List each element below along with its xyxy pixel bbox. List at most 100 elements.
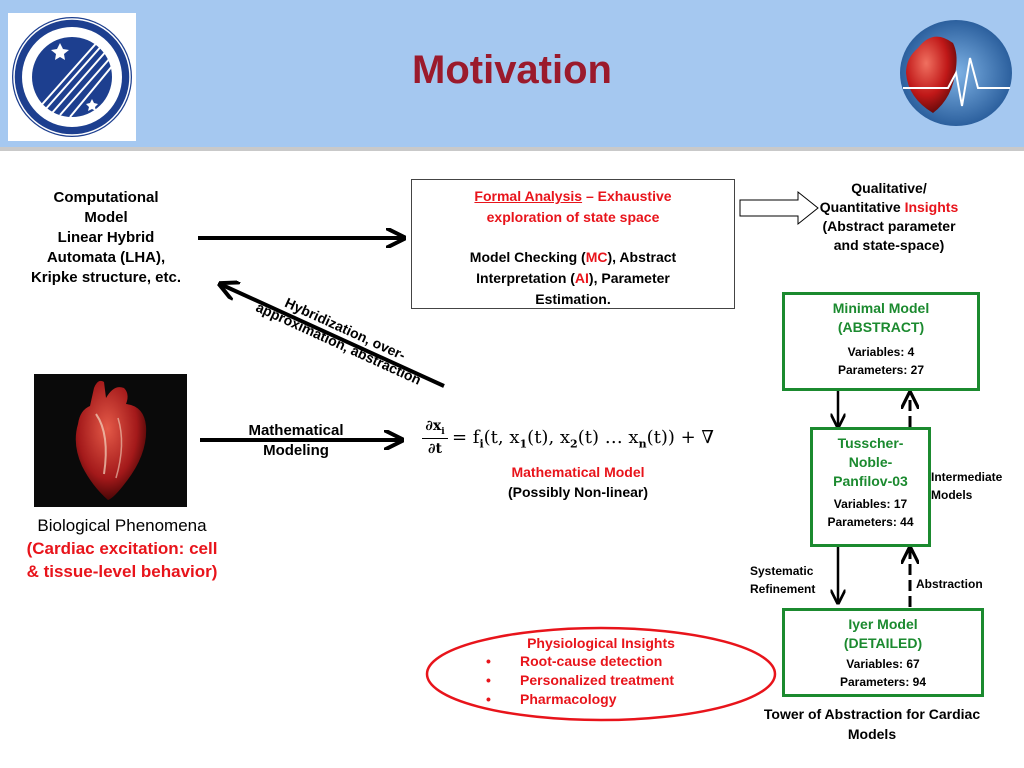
intermediate-line-1: Intermediate <box>931 470 1003 484</box>
eq-rhs-2: (t, x <box>483 427 520 448</box>
formal-analysis-text: Formal Analysis – Exhaustive exploration… <box>412 186 734 310</box>
bio-title: Biological Phenomena <box>37 516 207 535</box>
comp-line-4: Automata (LHA), <box>46 249 166 266</box>
formal-line-5: Estimation. <box>535 291 611 307</box>
iyer-model-box: Iyer Model (DETAILED) Variables: 67 Para… <box>782 608 984 697</box>
mathematical-model-caption: Mathematical Model (Possibly Non-linear) <box>470 462 686 502</box>
mc-post: ), Abstract <box>607 249 677 265</box>
mathematical-modeling-label: Mathematical Modeling <box>226 421 366 461</box>
systematic-line-1: Systematic <box>750 564 814 578</box>
physio-item: •Pharmacology <box>486 690 726 709</box>
heart-photo <box>34 374 187 507</box>
slide-header <box>0 0 1024 147</box>
minimal-model-box: Minimal Model (ABSTRACT) Variables: 4 Pa… <box>782 292 980 391</box>
biological-phenomena-label: Biological Phenomena (Cardiac excitation… <box>4 514 240 583</box>
eq-sub-2: 2 <box>570 437 578 451</box>
comp-line-1: Computational <box>53 189 159 206</box>
iyer-model-stats: Variables: 67 Parameters: 94 <box>785 655 981 691</box>
physio-item: • Root-cause detection <box>486 652 726 671</box>
tnp-model-box: Tusscher- Noble- Panfilov-03 Variables: … <box>810 427 931 547</box>
formal-line-1: Formal Analysis – Exhaustive <box>412 186 734 207</box>
formal-line-4: Interpretation (AI), Parameter <box>412 268 734 289</box>
ai-pre: Interpretation ( <box>476 270 575 286</box>
block-arrow-insights <box>739 190 819 226</box>
eq-rhs-sub: i <box>479 437 484 451</box>
ai-term: AI <box>574 270 589 286</box>
university-logo <box>8 13 136 141</box>
eq-rhs-3: (t), x <box>527 427 571 448</box>
insights-label: Qualitative/ Quantitative Insights (Abst… <box>806 179 972 255</box>
tnp-model-name: Tusscher- Noble- Panfilov-03 <box>813 434 928 491</box>
insights-line-2: Quantitative Insights <box>806 198 972 217</box>
systematic-refinement-label: Systematic Refinement <box>750 562 834 598</box>
eq-num-sub: i <box>441 426 445 437</box>
modeling-line-1: Mathematical <box>248 422 344 439</box>
tnp-line-1: Tusscher- <box>837 435 904 451</box>
anatomical-heart-icon <box>34 374 187 507</box>
iyer-model-name: Iyer Model (DETAILED) <box>785 615 981 653</box>
bullet-icon: • <box>486 653 491 669</box>
equation-fraction-bar <box>422 438 448 439</box>
comp-line-2: Model <box>84 209 128 226</box>
physio-insights-ellipse <box>425 626 777 722</box>
formal-analysis-box: Formal Analysis – Exhaustive exploration… <box>411 179 735 309</box>
intermediate-models-label: Intermediate Models <box>931 468 1023 504</box>
eq-rhs-1: = f <box>452 427 480 448</box>
ai-post: ), Parameter <box>588 270 670 286</box>
eq-num: ∂x <box>425 418 442 434</box>
eq-sub-1: 1 <box>519 437 528 451</box>
equation-rhs: = fi(t, x1(t), x2(t) … xn(t)) + ∇ <box>452 427 714 451</box>
iyer-vars: Variables: 67 <box>846 657 920 671</box>
iyer-params: Parameters: 94 <box>839 675 927 689</box>
bullet-icon: • <box>486 672 491 688</box>
minimal-model-name: Minimal Model (ABSTRACT) <box>785 299 977 337</box>
comp-line-5: Kripke structure, etc. <box>30 269 182 286</box>
iyer-line-2: (DETAILED) <box>843 635 923 651</box>
tnp-params: Parameters: 44 <box>827 515 914 529</box>
physio-insights-title: Physiological Insights <box>527 635 675 651</box>
model-equation: ∂xi ∂t = fi(t, x1(t), x2(t) … xn(t)) + ∇ <box>420 418 780 464</box>
tower-caption: Tower of Abstraction for Cardiac Models <box>740 704 1004 744</box>
physio-item-1: Root-cause detection <box>520 653 663 669</box>
bio-sub-2: & tissue-level behavior) <box>26 562 218 581</box>
eq-rhs-5: (t)) + ∇ <box>646 427 714 448</box>
insights-line-1: Qualitative/ <box>851 180 927 196</box>
mc-term: MC <box>585 249 608 265</box>
equation-denominator: ∂t <box>428 441 442 457</box>
tower-caption-line-1: Tower of Abstraction for Cardiac <box>763 706 981 722</box>
tnp-model-stats: Variables: 17 Parameters: 44 <box>813 495 928 531</box>
intermediate-line-2: Models <box>931 488 973 502</box>
physio-item-3: Pharmacology <box>520 691 617 707</box>
insights-line-4: and state-space) <box>833 237 945 253</box>
logo-seal-icon <box>12 17 132 137</box>
tnp-vars: Variables: 17 <box>833 497 908 511</box>
heart-monitor-icon <box>898 18 1014 128</box>
minimal-vars: Variables: 4 <box>847 345 915 359</box>
header-divider <box>0 147 1024 151</box>
modeling-line-2: Modeling <box>263 442 329 459</box>
minimal-line-1: Minimal Model <box>832 300 930 316</box>
tnp-line-3: Panfilov-03 <box>833 473 908 489</box>
tower-caption-line-2: Models <box>847 726 897 742</box>
insights-term: Insights <box>904 199 959 215</box>
minimal-params: Parameters: 27 <box>837 363 925 377</box>
computational-model-label: Computational Model Linear Hybrid Automa… <box>14 188 198 288</box>
insights-line-3: (Abstract parameter <box>822 218 956 234</box>
math-model-title: Mathematical Model <box>511 464 645 480</box>
arrow-hybridization <box>220 284 445 388</box>
bio-sub-1: (Cardiac excitation: cell <box>26 539 218 558</box>
formal-analysis-term: Formal Analysis <box>474 188 583 204</box>
physio-insights-list: •Root-cause detection •Personalized trea… <box>486 652 726 709</box>
formal-line-3: Model Checking (MC), Abstract <box>412 247 734 268</box>
formal-line-2: exploration of state space <box>486 209 660 225</box>
iyer-line-1: Iyer Model <box>848 616 918 632</box>
systematic-line-2: Refinement <box>750 582 816 596</box>
math-model-sub: (Possibly Non-linear) <box>507 484 649 500</box>
equation-numerator: ∂xi <box>420 418 450 437</box>
eq-sub-n: n <box>638 437 647 451</box>
minimal-model-stats: Variables: 4 Parameters: 27 <box>785 343 977 379</box>
abstraction-label: Abstraction <box>916 577 983 591</box>
mc-pre: Model Checking ( <box>469 249 586 265</box>
tnp-line-2: Noble- <box>848 454 893 470</box>
